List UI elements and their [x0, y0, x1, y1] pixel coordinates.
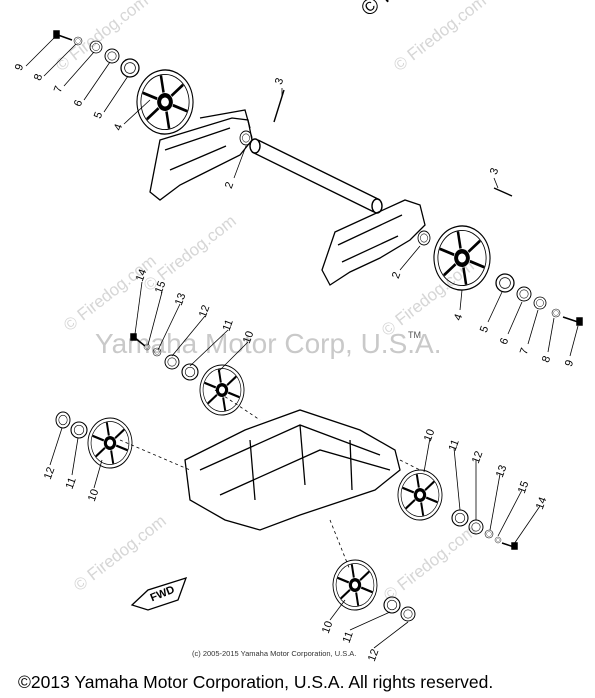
bolt [130, 333, 146, 347]
watermark-yamaha: Yamaha Motor Corp, U.S.A. [95, 328, 442, 359]
wheel [330, 556, 381, 614]
washer [533, 296, 547, 310]
collar [468, 519, 484, 535]
left-bracket [149, 109, 253, 201]
bolt [501, 542, 518, 550]
forward-arrow [130, 576, 188, 611]
spacer [484, 529, 494, 539]
collar [104, 48, 120, 64]
right-bracket [321, 199, 426, 286]
wheel [197, 361, 248, 419]
washer [494, 536, 502, 544]
bearing [383, 596, 401, 614]
bolt [53, 30, 73, 41]
washer [143, 343, 151, 351]
bushing [417, 230, 431, 246]
bearing [451, 509, 469, 527]
bearing [120, 58, 140, 78]
footer-copyright: ©2013 Yamaha Motor Corporation, U.S.A. A… [18, 672, 494, 692]
axle-tube [249, 138, 383, 214]
lock-washer [551, 308, 561, 318]
bushing [239, 130, 253, 146]
collar [164, 354, 180, 370]
bolt [562, 316, 583, 326]
collar [516, 286, 532, 302]
axle-centerline [119, 389, 421, 571]
washer [89, 40, 103, 54]
lock-washer [73, 36, 83, 46]
wheel [430, 221, 495, 295]
wheel [133, 65, 198, 139]
bearing [70, 421, 88, 439]
wheel [395, 466, 446, 524]
collar [400, 606, 416, 622]
rear-frame [184, 409, 401, 531]
credit-line: (c) 2005-2015 Yamaha Motor Corporation, … [192, 649, 357, 658]
spacer [152, 347, 162, 357]
collar [55, 411, 71, 429]
bearing [495, 273, 515, 293]
bearing [181, 363, 199, 381]
trademark-mark: TM [408, 330, 421, 340]
